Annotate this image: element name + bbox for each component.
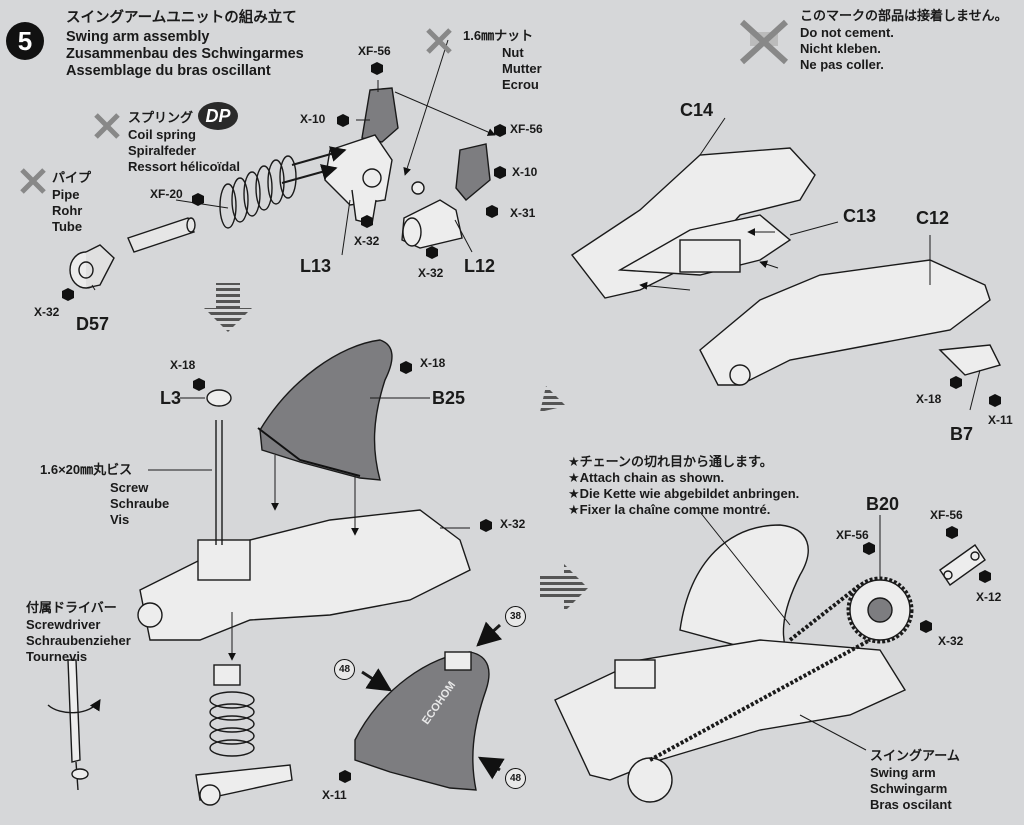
part-label-l12: L12 xyxy=(464,256,496,276)
spring-de: Spiralfeder xyxy=(128,143,196,158)
chain-link-part xyxy=(939,544,986,586)
paint-code-xf56-b: XF-56 xyxy=(510,122,543,136)
notice-de: Nicht kleben. xyxy=(800,41,881,56)
part-label-c13: C13 xyxy=(843,206,877,226)
down-left-arrow-icon xyxy=(540,378,584,412)
b25-fender-decal-view xyxy=(354,651,490,791)
swingarm-assembly-left xyxy=(137,389,471,806)
part-label-b25: B25 xyxy=(432,388,466,408)
pipe-jp: パイプ xyxy=(52,170,92,185)
nut-en: Nut xyxy=(502,45,524,60)
paint-code-xf56-c: XF-56 xyxy=(836,528,869,542)
paint-code-x10-a: X-10 xyxy=(300,112,326,126)
title-de: Zusammenbau des Schwingarmes xyxy=(66,46,304,62)
chain-note-de: ★Die Kette wie abgebildet anbringen. xyxy=(568,486,800,501)
screwdriver-en: Screwdriver xyxy=(26,617,101,632)
down-arrow-icon xyxy=(204,283,252,332)
paint-code-x32-a: X-32 xyxy=(354,234,380,248)
no-cement-icons xyxy=(20,19,789,194)
decal-number-48-b: 48 xyxy=(505,768,526,789)
swingarm-frame-parts xyxy=(570,147,1002,386)
pipe-part xyxy=(127,217,196,253)
paint-code-xf56-d: XF-56 xyxy=(930,508,963,522)
screwdriver-part xyxy=(47,659,101,791)
screw-de: Schraube xyxy=(110,496,170,511)
l13-part xyxy=(324,87,399,225)
decal-number-48-a: 48 xyxy=(334,659,355,680)
swingarm-de: Schwingarm xyxy=(870,781,948,796)
chain-note-en: ★Attach chain as shown. xyxy=(568,470,725,485)
paint-code-x32-c: X-32 xyxy=(34,305,60,319)
paint-code-x32-e: X-32 xyxy=(938,634,964,648)
paint-code-x32-b: X-32 xyxy=(418,266,444,280)
decal-number-38: 38 xyxy=(505,606,526,627)
final-assembly-right xyxy=(554,524,914,803)
screwdriver-de: Schraubenzieher xyxy=(26,633,131,648)
l12-part xyxy=(401,143,491,249)
screwdriver-fr: Tournevis xyxy=(26,649,88,664)
step-number-badge: 5 xyxy=(6,22,44,60)
pipe-de: Rohr xyxy=(52,203,83,218)
swingarm-jp: スイングアーム xyxy=(870,748,960,763)
b25-fender-part xyxy=(257,339,393,481)
part-label-b7: B7 xyxy=(950,424,974,444)
notice-jp: このマークの部品は接着しません。 xyxy=(800,8,1008,23)
paint-code-x32-d: X-32 xyxy=(500,517,526,531)
dp-badge: DP xyxy=(198,102,238,130)
part-label-c12: C12 xyxy=(916,208,950,228)
part-label-b20: B20 xyxy=(866,494,900,514)
nut-de: Mutter xyxy=(502,61,542,76)
part-label-l3: L3 xyxy=(160,388,182,408)
screw-en: Screw xyxy=(110,480,149,495)
paint-code-x10-b: X-10 xyxy=(512,165,538,179)
spring-fr: Ressort hélicoïdal xyxy=(128,159,240,174)
title-fr: Assemblage du bras oscillant xyxy=(66,63,271,79)
paint-code-x18-a: X-18 xyxy=(170,358,196,372)
screwdriver-jp: 付属ドライバー xyxy=(26,600,117,615)
chain-note-fr: ★Fixer la chaîne comme montré. xyxy=(568,502,771,517)
paint-code-x31: X-31 xyxy=(510,206,536,220)
nut-fr: Ecrou xyxy=(502,77,539,92)
swingarm-en: Swing arm xyxy=(870,765,936,780)
chain-note-jp: ★チェーンの切れ目から通します。 xyxy=(568,454,773,469)
paint-code-x11-a: X-11 xyxy=(988,413,1013,427)
part-label-d57: D57 xyxy=(76,314,110,334)
notice-en: Do not cement. xyxy=(800,25,894,40)
paint-code-xf20: XF-20 xyxy=(150,187,183,201)
screw-fr: Vis xyxy=(110,512,130,527)
paint-code-x18-c: X-18 xyxy=(916,392,942,406)
pipe-en: Pipe xyxy=(52,187,80,202)
nut-jp: 1.6㎜ナット xyxy=(463,28,534,43)
paint-code-x12: X-12 xyxy=(976,590,1002,604)
spring-jp: スプリング xyxy=(128,110,194,125)
notice-fr: Ne pas coller. xyxy=(800,57,884,72)
paint-code-x11-b: X-11 xyxy=(322,788,347,802)
d57-part xyxy=(69,244,115,289)
paint-code-xf56-a: XF-56 xyxy=(358,44,391,58)
paint-code-x18-b: X-18 xyxy=(420,356,446,370)
part-label-c14: C14 xyxy=(680,100,714,120)
screw-jp: 1.6×20㎜丸ビス xyxy=(40,462,133,477)
title-en: Swing arm assembly xyxy=(66,29,210,45)
swingarm-fr: Bras oscilant xyxy=(870,797,952,812)
title-jp: スイングアームユニットの組み立て xyxy=(66,10,297,26)
pipe-fr: Tube xyxy=(52,219,83,234)
spring-en: Coil spring xyxy=(128,127,196,142)
part-label-l13: L13 xyxy=(300,256,332,276)
right-arrow-icon xyxy=(540,564,588,612)
